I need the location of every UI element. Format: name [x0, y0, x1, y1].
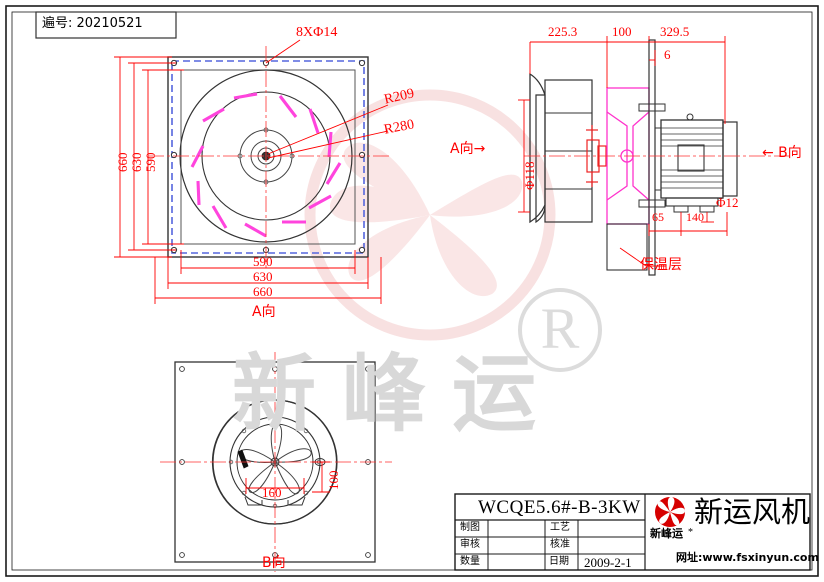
side-dim-225-3: 225.3	[548, 24, 578, 39]
bottom-dim-160: 160	[262, 485, 282, 500]
side-view-dimensions	[518, 36, 728, 267]
drawing-code-box	[35, 11, 177, 39]
side-dim-phi12: Φ12	[716, 195, 739, 210]
watermark-text: 新峰运	[232, 345, 563, 443]
side-dim-140: 140	[686, 210, 704, 224]
bottom-view-arrow-label: B向	[262, 555, 286, 571]
bottom-view-dimensions	[245, 461, 330, 494]
row-label-reviewed-by: 审核	[460, 539, 480, 550]
sheet-inner-border	[11, 11, 813, 571]
front-view-dimensions	[114, 39, 389, 304]
watermark-registered: R	[518, 288, 602, 372]
row-label-quantity: 数量	[460, 556, 480, 567]
inlet-guard-petals	[239, 423, 312, 495]
mount-bolts	[638, 103, 666, 208]
bottom-view-graphics	[160, 352, 392, 572]
row-label-approved: 核准	[550, 539, 570, 550]
model-designation: WCQE5.6#-B-3KW	[478, 497, 641, 518]
logo-subtitle: 新峰运	[650, 527, 683, 540]
motor-body	[654, 113, 738, 213]
side-view-graphics	[524, 39, 790, 276]
side-dim-phi118: Φ118	[522, 161, 537, 190]
section-arrow-a: A向→	[450, 141, 486, 157]
bottom-dim-100: 100	[326, 470, 341, 491]
front-view-graphics	[148, 46, 392, 268]
logo-star: *	[688, 527, 693, 538]
brand-logo-mark	[655, 496, 685, 527]
row-label-date: 日期	[549, 556, 569, 567]
bottom-mounting-holes	[179, 366, 371, 558]
front-dim-630-v: 630	[129, 152, 144, 173]
impeller-blades	[190, 92, 342, 238]
front-dim-590-v: 590	[143, 152, 158, 173]
front-dim-590-h: 590	[253, 254, 273, 269]
front-dim-660-h: 660	[253, 284, 273, 299]
svg-text:R: R	[541, 296, 580, 361]
front-dim-630-h: 630	[253, 269, 273, 284]
row-label-process: 工艺	[550, 522, 570, 533]
drawing-code-text: 遍号: 20210521	[42, 16, 143, 31]
title-block-frame	[454, 493, 811, 571]
view-arrow-b-side: ← B向	[762, 145, 802, 161]
company-name: 新运风机	[694, 495, 811, 529]
date-value: 2009-2-1	[584, 555, 632, 570]
side-dim-65: 65	[652, 210, 664, 224]
sheet-border	[5, 5, 819, 577]
hole-pattern-callout: 8XΦ14	[296, 25, 338, 40]
front-dim-660-v: 660	[115, 152, 130, 173]
side-dim-329-5: 329.5	[660, 24, 690, 39]
front-view-arrow-label: A向	[252, 304, 276, 320]
side-dim-6: 6	[664, 47, 671, 62]
side-dim-100: 100	[612, 24, 632, 39]
watermark-pink-logo	[304, 89, 556, 341]
housing-bell-mouth	[529, 72, 546, 224]
website-text: 网址:www.fsxinyun.com	[676, 551, 819, 564]
insulation-layer-label: 保温层	[640, 257, 682, 273]
support-plate	[648, 39, 656, 276]
insulation-layer-block	[606, 223, 648, 271]
outer-frame-660	[167, 56, 369, 258]
row-label-drawn-by: 制图	[460, 522, 480, 533]
